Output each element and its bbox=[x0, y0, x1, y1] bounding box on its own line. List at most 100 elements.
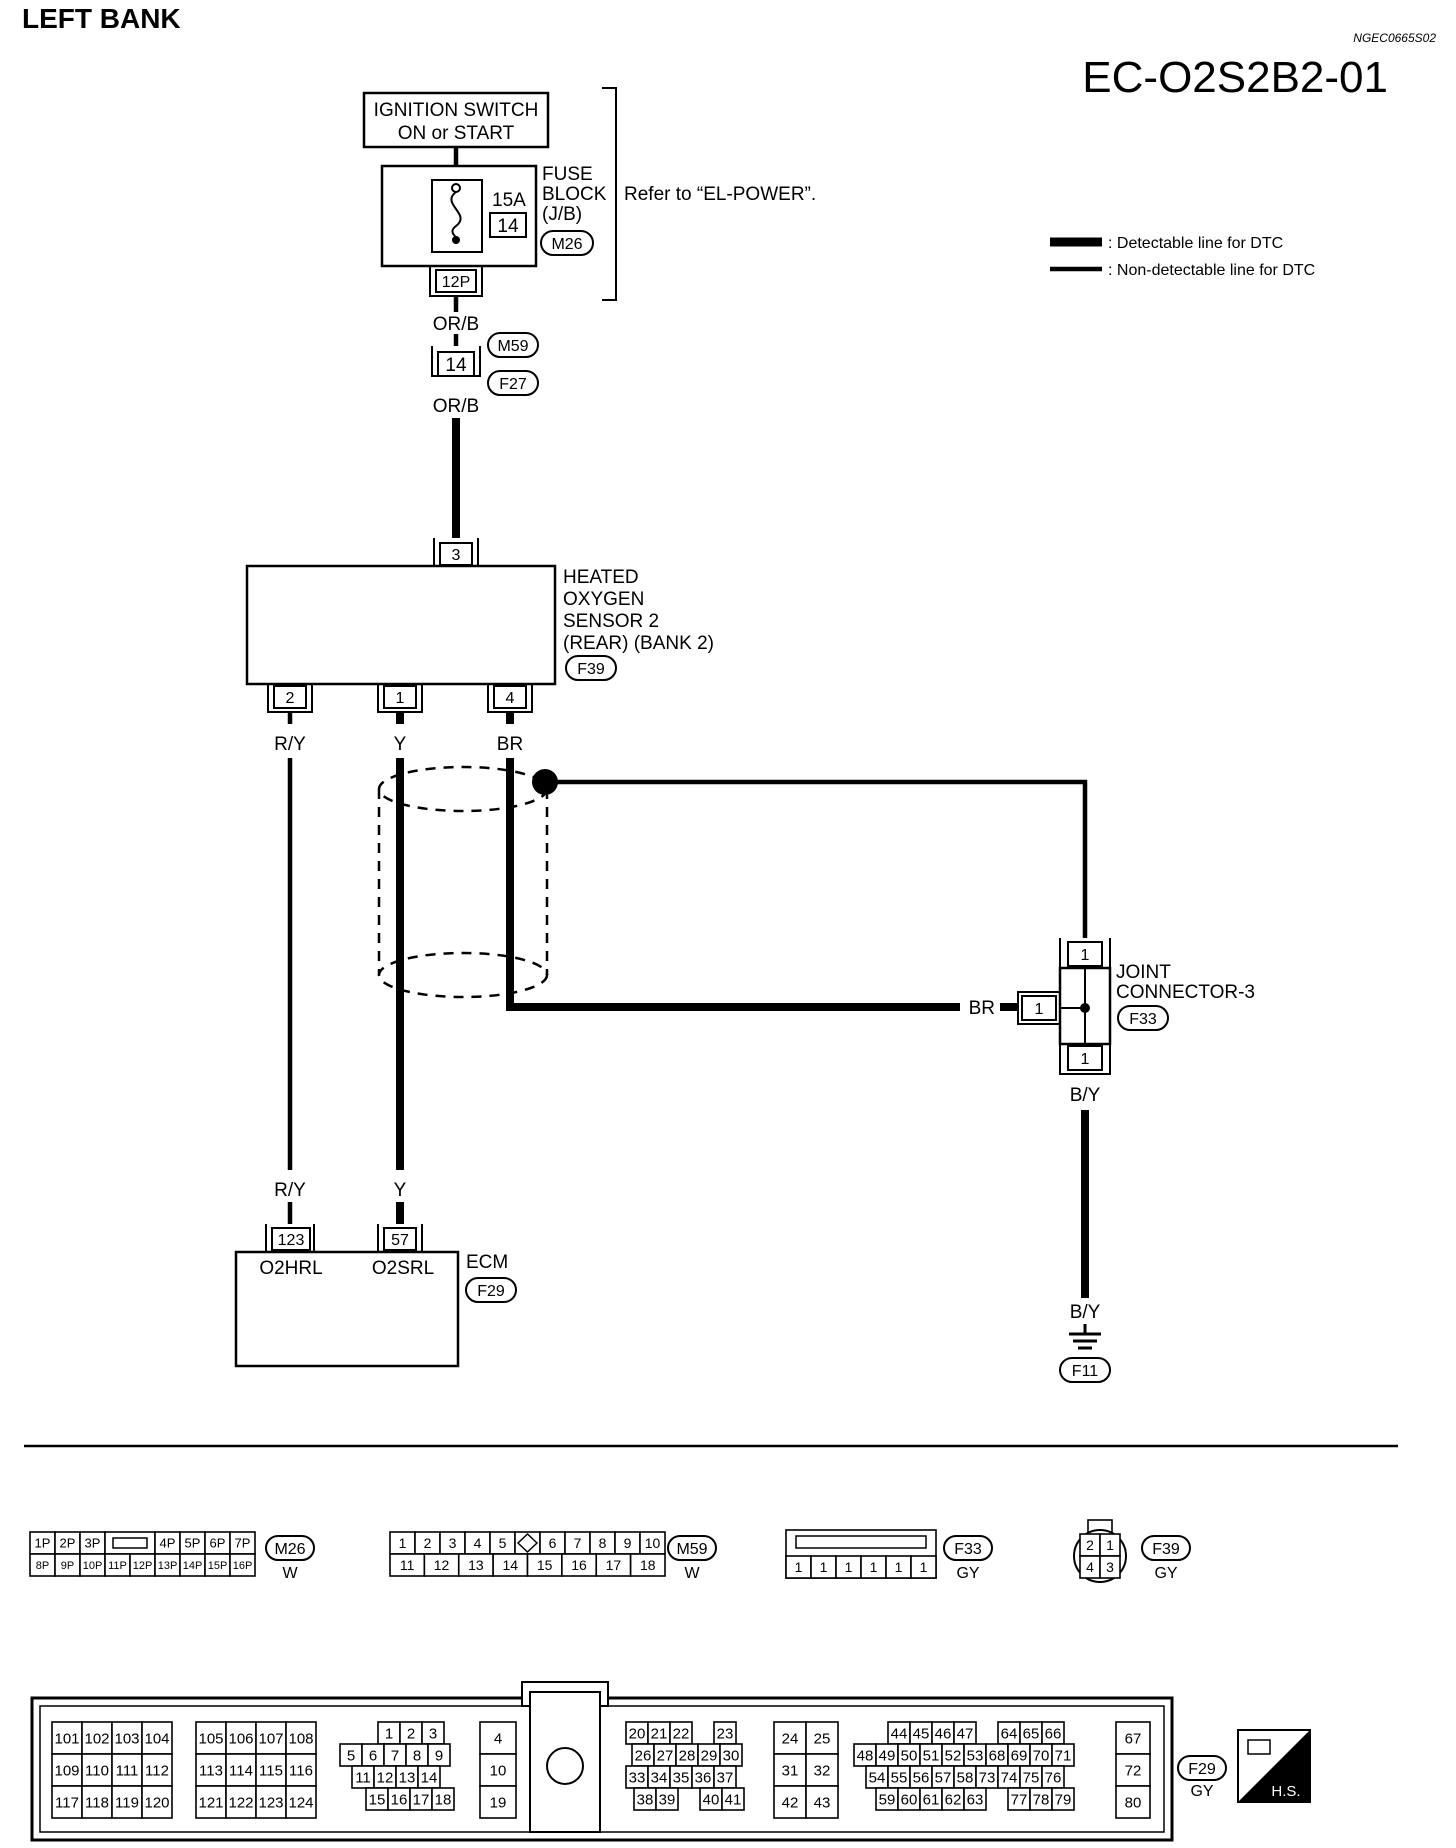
sensor-pin1: 1 bbox=[396, 690, 405, 707]
fuse-bottom-terminal bbox=[452, 236, 460, 244]
f29-pin: 68 bbox=[989, 1747, 1006, 1764]
orb-label-bottom: OR/B bbox=[433, 396, 479, 417]
joint-connector: F33 bbox=[1129, 1011, 1157, 1028]
f29-pin-cell bbox=[141, 1785, 173, 1819]
heated-oxygen-sensor: 3 HEATED OXYGEN SENSOR 2 (REAR) (BANK 2)… bbox=[245, 538, 714, 713]
m59-pin: 17 bbox=[606, 1557, 622, 1573]
ecm-pin57-box bbox=[383, 1227, 417, 1251]
m59-pin: 10 bbox=[645, 1535, 661, 1551]
f29-pin: 107 bbox=[258, 1730, 283, 1747]
ecm-connector-oval bbox=[465, 1277, 517, 1303]
m59-pin: 14 bbox=[503, 1557, 519, 1573]
f29-color: GY bbox=[1190, 1783, 1213, 1800]
ecm-terminal-b: O2SRL bbox=[372, 1258, 434, 1279]
f29-pin-cell bbox=[225, 1785, 257, 1819]
sensor-pin4: 4 bbox=[506, 690, 515, 707]
inline-connector-oval-bottom bbox=[487, 370, 539, 396]
f29-pin: 11 bbox=[355, 1769, 371, 1786]
f29-pin-cell bbox=[225, 1721, 257, 1755]
f29-pin: 59 bbox=[879, 1791, 896, 1808]
fuse-connector-id: M26 bbox=[551, 236, 582, 253]
f29-pin: 64 bbox=[1001, 1725, 1018, 1742]
f29-pin: 53 bbox=[967, 1747, 984, 1764]
shield-drain-wire bbox=[545, 779, 1088, 938]
ecm-pin123-box bbox=[271, 1227, 311, 1251]
f29-pin: 119 bbox=[115, 1794, 139, 1811]
f29-pin: 58 bbox=[957, 1769, 974, 1786]
inline-connector: 14 M59 F27 bbox=[431, 332, 539, 396]
f29-pin: 67 bbox=[1125, 1730, 1142, 1747]
f29-pin: 118 bbox=[85, 1794, 109, 1811]
m26-pin: 2P bbox=[60, 1536, 76, 1551]
joint-connector: 1 1 1 JOINT CONNECTOR-3 F33 bbox=[1017, 938, 1255, 1075]
f29-pin: 8 bbox=[413, 1747, 421, 1764]
f29-pin: 50 bbox=[901, 1747, 918, 1764]
f29-pin: 101 bbox=[54, 1730, 79, 1747]
fuse-pin-connector: 12P bbox=[429, 266, 483, 297]
m26-pin: 10P bbox=[83, 1560, 103, 1572]
f29-pin: 41 bbox=[725, 1791, 742, 1808]
joint-connector-oval bbox=[1117, 1005, 1169, 1031]
f29-pin: 27 bbox=[657, 1747, 674, 1764]
f29-pin: 33 bbox=[629, 1769, 646, 1786]
f29-pin: 2 bbox=[407, 1725, 415, 1742]
hs-label: H.S. bbox=[1271, 1783, 1300, 1800]
f29-pin: 19 bbox=[490, 1794, 507, 1811]
f29-pin: 30 bbox=[723, 1747, 740, 1764]
sensor-line3: SENSOR 2 bbox=[563, 611, 659, 632]
f29-pin: 108 bbox=[288, 1730, 313, 1747]
m59-name: M59 bbox=[676, 1541, 707, 1558]
f29-pin: 47 bbox=[957, 1725, 974, 1742]
m26-pin: 6P bbox=[210, 1536, 226, 1551]
f29-pin-cell bbox=[805, 1721, 839, 1755]
f29-pin: 23 bbox=[717, 1725, 734, 1742]
f29-pin: 28 bbox=[679, 1747, 696, 1764]
f29-pin: 40 bbox=[703, 1791, 720, 1808]
sensor-line2: OXYGEN bbox=[563, 589, 644, 610]
fuse-block: 15A 14 FUSE BLOCK (J/B) M26 bbox=[380, 164, 607, 268]
ecm-terminal-a: O2HRL bbox=[259, 1258, 322, 1279]
joint-line2: CONNECTOR-3 bbox=[1116, 982, 1255, 1003]
f29-pin: 52 bbox=[945, 1747, 962, 1764]
f29-pin: 29 bbox=[701, 1747, 718, 1764]
f29-pin: 13 bbox=[399, 1769, 416, 1786]
f29-pin: 21 bbox=[651, 1725, 668, 1742]
page-title: LEFT BANK bbox=[22, 3, 181, 34]
f29-pin: 112 bbox=[145, 1762, 169, 1779]
f29-pin: 123 bbox=[258, 1794, 283, 1811]
f29-pin-cell bbox=[431, 1787, 455, 1811]
m59-color: W bbox=[684, 1565, 700, 1582]
m26-pin: 11P bbox=[108, 1560, 127, 1572]
f29-pin-cell bbox=[1115, 1785, 1151, 1819]
fuse-pin-box bbox=[435, 269, 477, 293]
m26-pin: 3P bbox=[85, 1536, 101, 1551]
f29-pin: 109 bbox=[54, 1762, 79, 1779]
ecm-connector: F29 bbox=[477, 1283, 505, 1300]
sensor-connector-oval bbox=[565, 655, 617, 681]
f33-name-oval bbox=[943, 1535, 993, 1561]
f29-pin: 42 bbox=[782, 1794, 799, 1811]
f29-pin: 43 bbox=[814, 1794, 831, 1811]
ry-label-bottom: R/Y bbox=[274, 1180, 306, 1201]
f29-pin: 115 bbox=[259, 1762, 283, 1779]
f29-pin-cell bbox=[805, 1753, 839, 1787]
document-code: NGEC0665S02 bbox=[1353, 31, 1436, 45]
f29-pin: 110 bbox=[85, 1762, 109, 1779]
inline-connector-top: M59 bbox=[497, 338, 528, 355]
m59-key-diamond-icon bbox=[516, 1532, 539, 1554]
f29-pin: 12 bbox=[377, 1769, 394, 1786]
f29-pin: 80 bbox=[1125, 1794, 1142, 1811]
legend: : Detectable line for DTC : Non-detectab… bbox=[1050, 235, 1315, 279]
ground-icon bbox=[1069, 1324, 1101, 1350]
f29-pin: 5 bbox=[347, 1747, 355, 1764]
fuse-symbol-icon bbox=[450, 191, 462, 239]
f29-pin-cell bbox=[285, 1721, 317, 1755]
sensor-line4: (REAR) (BANK 2) bbox=[563, 633, 714, 654]
f29-pin: 22 bbox=[673, 1725, 690, 1742]
fuse-label-line2: BLOCK bbox=[542, 184, 607, 205]
m26-pin: 15P bbox=[208, 1560, 228, 1572]
f29-pin-cell bbox=[721, 1787, 745, 1811]
f29-pin-cell bbox=[51, 1785, 83, 1819]
